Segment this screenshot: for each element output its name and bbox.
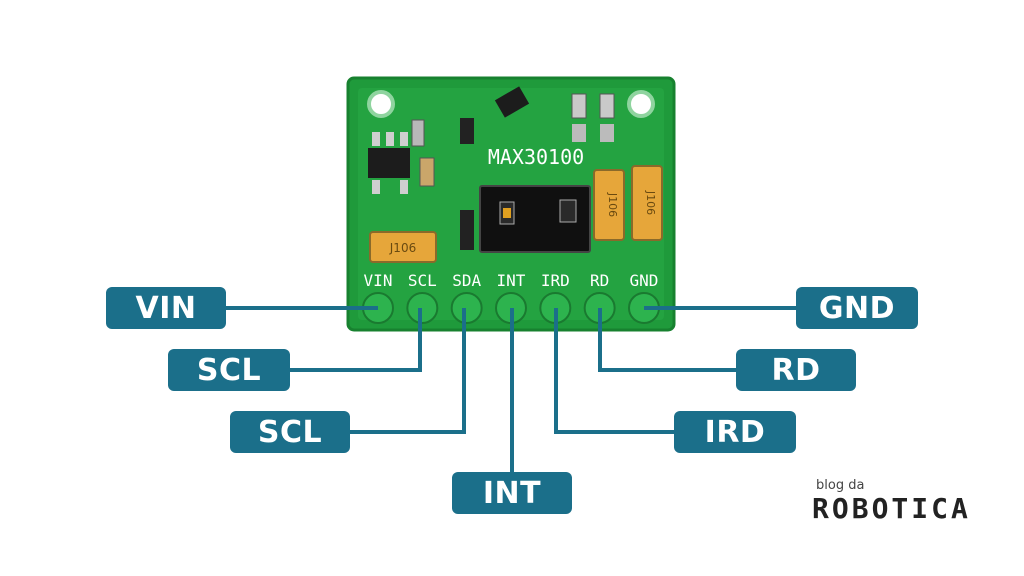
brand-small-text: blog da [816,478,865,493]
pin-label-rd: RD [590,271,609,290]
wire-ird [554,308,674,434]
pin-pad-scl [406,292,439,324]
tantalum-capacitor [593,169,625,241]
callout-ird: IRD [674,411,796,453]
pin-label-scl: SCL [408,271,437,290]
smd-pin [400,180,408,194]
callout-rd: RD [736,349,856,391]
resistor [600,124,614,142]
brand-big-text: ROBOTICA [812,492,971,525]
callout-scl-1: SCL [168,349,290,391]
pin-pad-sda [450,292,483,324]
wire-scl-2 [350,308,466,434]
photodiode-window [559,199,577,223]
pin-labels: VIN SCL SDA INT IRD RD GND [364,271,659,290]
callout-scl-2: SCL [230,411,350,453]
pin-label-ird: IRD [541,271,570,290]
transistor [494,86,530,118]
pin-label-int: INT [497,271,526,290]
wire-scl-1 [290,308,422,372]
callout-gnd: GND [796,287,918,329]
resistor [599,93,615,119]
smd-pin [400,132,408,146]
callout-vin: VIN [106,287,226,329]
smd-pin [372,132,380,146]
connector-lines [226,306,796,472]
mounting-hole-left [367,90,395,118]
capacitor-mark: J106 [644,190,657,215]
pin-label-vin: VIN [364,271,393,290]
sensor-board: MAX30100 J106 J106 J106 VIN SCL SDA INT IRD R… [346,76,676,332]
regulator-chip [368,148,410,178]
resistor-dark [460,118,474,144]
callout-int: INT [452,472,572,514]
capacitor-mark: J106 [389,241,416,255]
brand-logo: blog da ROBOTICA [806,476,976,526]
resistor [411,119,425,147]
tantalum-capacitor [631,165,663,241]
resistor-dark [460,210,474,250]
capacitor-mark: J106 [606,192,619,217]
chip-label: MAX30100 [488,145,584,169]
resistor [571,93,587,119]
tantalum-capacitor [369,231,437,263]
led [503,208,511,218]
pin-label-sda: SDA [452,271,481,290]
wire-rd [598,308,736,372]
mounting-hole-right [627,90,655,118]
capacitor [419,157,435,187]
resistor [572,124,586,142]
smd-pin [386,132,394,146]
pin-label-gnd: GND [630,271,659,290]
smd-pin [372,180,380,194]
